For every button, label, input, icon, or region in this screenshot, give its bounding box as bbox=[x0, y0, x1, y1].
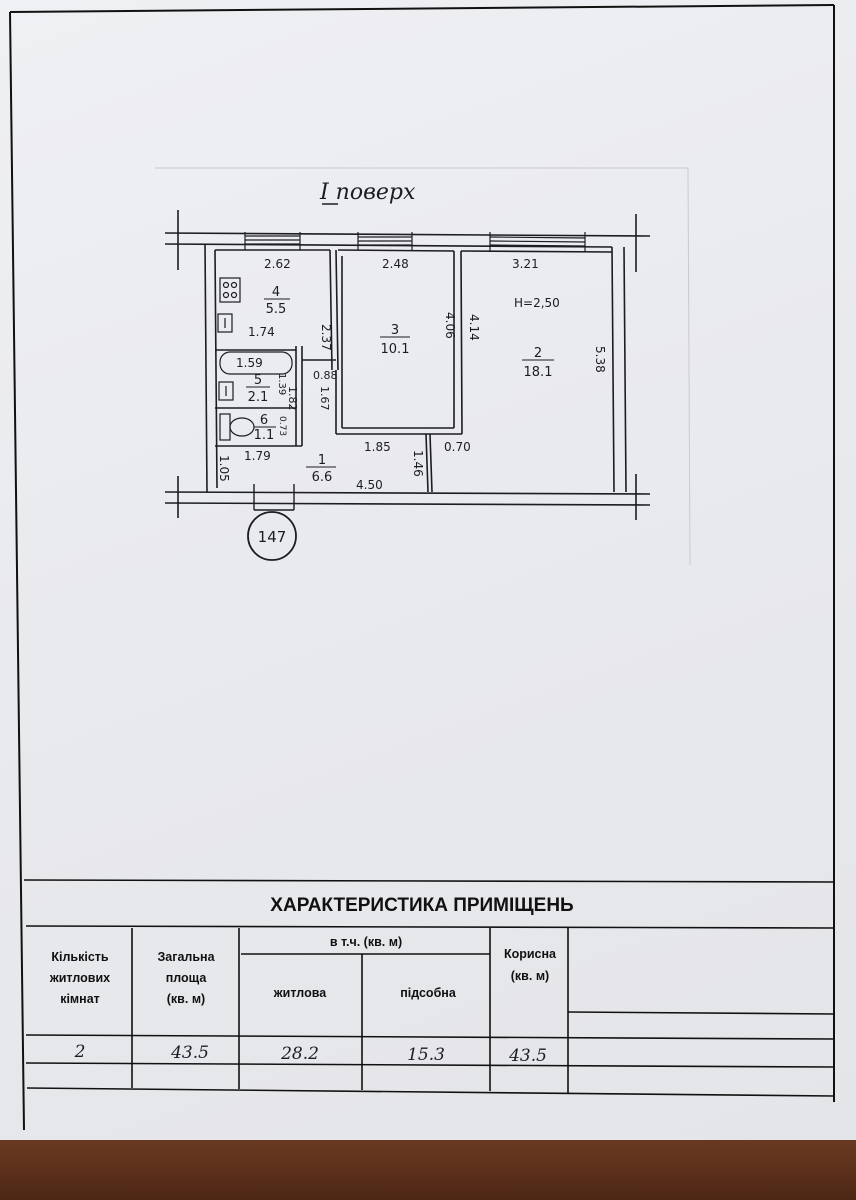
dim-1-82: 1.82 bbox=[286, 386, 299, 411]
value-rooms-count: 2 bbox=[74, 1042, 86, 1062]
room-labels: 4 5.5 3 10.1 2 18.1 5 2.1 6 1.1 1 6.6 bbox=[246, 285, 554, 485]
floor-plan-sheet: I поверх bbox=[9, 4, 835, 1131]
dim-4-50: 4.50 bbox=[356, 478, 383, 492]
table-values: 2 43.5 28.2 15.3 43.5 bbox=[74, 1042, 547, 1066]
dim-1-85: 1.85 bbox=[364, 440, 391, 454]
stove-icon bbox=[219, 277, 241, 303]
room-area-3: 10.1 bbox=[381, 342, 410, 357]
room-area-1: 6.6 bbox=[312, 470, 333, 485]
dim-1-39: 1.39 bbox=[276, 373, 287, 395]
room-area-6: 1.1 bbox=[254, 428, 275, 443]
room-area-2: 18.1 bbox=[524, 365, 553, 380]
header-total-line3: (кв. м) bbox=[167, 992, 205, 1006]
building-number: 147 bbox=[258, 528, 287, 546]
windows bbox=[244, 232, 586, 252]
header-total-line1: Загальна bbox=[157, 950, 215, 964]
value-auxiliary-area: 15.3 bbox=[407, 1045, 445, 1065]
dim-2-37: 2.37 bbox=[319, 324, 333, 351]
dim-1-05: 1.05 bbox=[217, 455, 231, 482]
dim-ceiling-height: H=2,50 bbox=[514, 296, 560, 310]
value-living-area: 28.2 bbox=[280, 1044, 319, 1064]
dim-1-46: 1.46 bbox=[411, 450, 425, 477]
dim-0-88: 0.88 bbox=[313, 369, 338, 382]
dim-0-73: 0.73 bbox=[277, 416, 287, 436]
dim-4-06: 4.06 bbox=[443, 312, 457, 339]
washbasin-icon bbox=[218, 381, 234, 401]
room-number-4: 4 bbox=[272, 285, 280, 300]
building-number-circle bbox=[247, 511, 297, 561]
room-area-4: 5.5 bbox=[266, 302, 287, 317]
room-number-6: 6 bbox=[260, 413, 268, 428]
header-rooms-line1: Кількість bbox=[51, 950, 109, 964]
room-number-3: 3 bbox=[391, 323, 399, 338]
entrance-door bbox=[253, 484, 295, 511]
document-sheet: I поверх bbox=[0, 0, 856, 1140]
header-auxiliary: підсобна bbox=[400, 986, 457, 1000]
header-rooms-line3: кімнат bbox=[60, 992, 100, 1006]
characteristics-title: ХАРАКТЕРИСТИКА ПРИМІЩЕНЬ bbox=[270, 895, 573, 916]
header-useful-line2: (кв. м) bbox=[511, 969, 549, 983]
header-total-line2: площа bbox=[166, 971, 208, 985]
dim-5-38: 5.38 bbox=[593, 346, 607, 373]
header-including: в т.ч. (кв. м) bbox=[330, 935, 402, 949]
room-area-5: 2.1 bbox=[248, 390, 269, 405]
floor-title: I поверх bbox=[319, 180, 416, 205]
scan-edge-right bbox=[687, 167, 691, 566]
dim-3-21: 3.21 bbox=[512, 257, 539, 271]
header-rooms-line2: житлових bbox=[49, 971, 110, 985]
frame-top bbox=[9, 4, 835, 13]
header-living: житлова bbox=[273, 986, 327, 1000]
dim-4-14: 4.14 bbox=[467, 314, 481, 341]
frame-left bbox=[9, 11, 25, 1131]
bathtub-icon bbox=[219, 351, 293, 375]
header-useful-line1: Корисна bbox=[504, 947, 557, 961]
dim-2-62: 2.62 bbox=[264, 257, 291, 271]
value-useful-area: 43.5 bbox=[508, 1046, 547, 1066]
value-total-area: 43.5 bbox=[170, 1043, 209, 1063]
table-surface bbox=[0, 1138, 856, 1200]
room-number-5: 5 bbox=[254, 373, 262, 388]
room-number-1: 1 bbox=[318, 453, 326, 468]
dim-1-79: 1.79 bbox=[244, 449, 271, 463]
dim-0-70: 0.70 bbox=[444, 440, 471, 454]
dim-1-59: 1.59 bbox=[236, 356, 263, 370]
room-number-2: 2 bbox=[534, 346, 542, 361]
dim-1-67: 1.67 bbox=[318, 386, 331, 411]
toilet-icon bbox=[219, 413, 255, 441]
plan-dimensions: 2.62 2.48 3.21 H=2,50 2.37 1.74 4.06 4.1… bbox=[217, 257, 607, 492]
dim-2-48: 2.48 bbox=[382, 257, 409, 271]
dim-1-74: 1.74 bbox=[248, 325, 275, 339]
table-headers: Кількість житлових кімнат Загальна площа… bbox=[49, 935, 557, 1006]
kitchen-sink-icon bbox=[217, 313, 233, 333]
characteristics-table-grid bbox=[23, 879, 835, 1097]
